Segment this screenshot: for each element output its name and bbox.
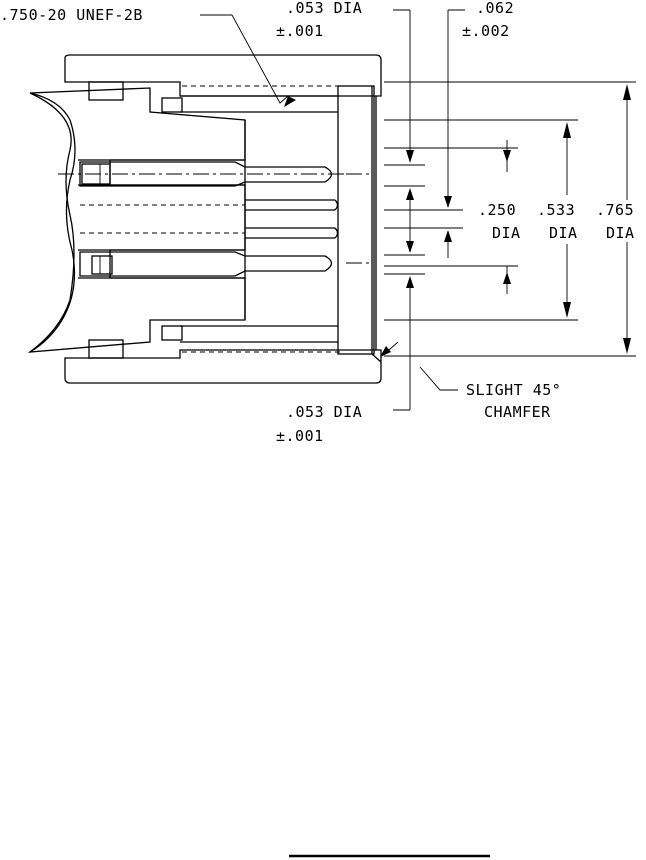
dim-250-value: .250	[478, 201, 516, 219]
outer-shell	[64, 54, 382, 384]
contact-pin-lower	[79, 251, 333, 277]
dim-250-unit: DIA	[492, 224, 521, 242]
chamfer-label: SLIGHT 45°	[466, 381, 561, 399]
pin-dia-top-label: .053 DIA	[286, 0, 362, 17]
dim-062-tolerance: ±.002	[462, 22, 510, 40]
pin-dia-top-tolerance: ±.001	[276, 22, 324, 40]
contact-pin-upper	[58, 161, 345, 187]
socket-channels	[80, 199, 339, 239]
pin-dia-bottom-tolerance: ±.001	[276, 427, 324, 445]
thread-callout: .750-20 UNEF-2B	[0, 6, 143, 24]
chamfer-label-line2: CHAMFER	[484, 403, 551, 421]
front-face	[337, 85, 382, 363]
dimension-lines	[200, 9, 636, 411]
callout-labels: .750-20 UNEF-2B .053 DIA ±.001 .062 ±.00…	[0, 0, 635, 445]
dim-765-value: .765	[596, 201, 634, 219]
dim-533-unit: DIA	[549, 224, 578, 242]
dim-062-label: .062	[476, 0, 514, 17]
dim-765-unit: DIA	[606, 224, 635, 242]
insert-body	[27, 87, 246, 353]
pin-dia-bottom-label: .053 DIA	[286, 403, 362, 421]
dim-533-value: .533	[537, 201, 575, 219]
